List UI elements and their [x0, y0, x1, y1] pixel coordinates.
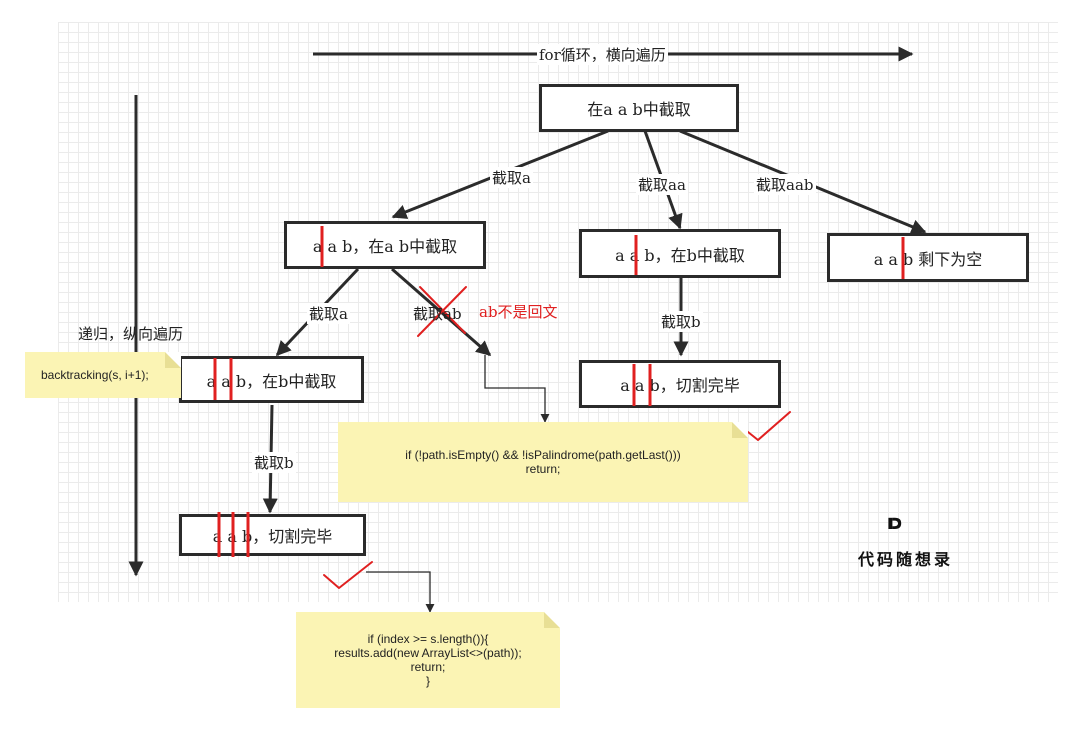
node-cut-a-a-b-label: a a b，切割完毕: [212, 527, 333, 546]
node-root: 在a a b中截取: [539, 84, 739, 132]
edge-label-root-to-aab: 截取aab: [754, 174, 816, 195]
horizontal-axis-label: for循环，横向遍历: [537, 44, 668, 65]
node-cut-aab: a a b 剩下为空: [827, 233, 1029, 282]
node-cut-a-a: a a b，在b中截取: [179, 356, 364, 403]
check-mark-a-a-branch: [323, 561, 373, 589]
node-cut-a-a-b: a a b，切割完毕: [179, 514, 366, 556]
backtracking-note: backtracking(s, i+1);: [25, 352, 181, 398]
connector-to-base-case-note: [366, 571, 435, 613]
base-case-note: if (index >= s.length()){ results.add(ne…: [296, 612, 560, 708]
backtracking-note-text: backtracking(s, i+1);: [41, 368, 149, 382]
logo-text: 代码随想录: [858, 550, 954, 569]
edge-label-aa-to-b: 截取b: [659, 311, 703, 332]
node-root-label: 在a a b中截取: [587, 100, 691, 119]
vertical-axis-label: 递归，纵向遍历: [78, 325, 184, 343]
node-cut-a-a-label: a a b，在b中截取: [206, 371, 337, 391]
invalid-branch-cross: [417, 286, 467, 337]
base-case-note-text: if (index >= s.length()){ results.add(ne…: [334, 632, 522, 688]
not-palindrome-annotation: ab不是回文: [479, 303, 558, 321]
note-fold: [165, 352, 181, 368]
logo-mark: [888, 517, 902, 529]
note-fold: [732, 422, 748, 438]
connector-to-palindrome-note: [484, 355, 550, 423]
node-cut-aa-b: a a b，切割完毕: [579, 360, 781, 408]
edge-label-root-to-a: 截取a: [490, 167, 533, 188]
node-cut-a-label: a a b，在a b中截取: [312, 237, 458, 256]
edge-label-a-to-a: 截取a: [307, 303, 350, 324]
edge-label-root-to-aa: 截取aa: [636, 174, 688, 195]
edge-label-a-a-to-b: 截取b: [252, 452, 296, 473]
node-cut-aa-label: a a b，在b中截取: [615, 245, 745, 265]
note-fold: [544, 612, 560, 628]
edge-label-a-to-ab: 截取ab: [413, 305, 462, 323]
node-cut-aa: a a b，在b中截取: [579, 229, 781, 278]
palindrome-check-note-text: if (!path.isEmpty() && !isPalindrome(pat…: [405, 448, 681, 476]
check-mark-aa-branch: [742, 411, 791, 441]
node-cut-aab-label: a a b 剩下为空: [873, 249, 983, 269]
node-cut-a: a a b，在a b中截取: [284, 221, 486, 269]
palindrome-check-note: if (!path.isEmpty() && !isPalindrome(pat…: [338, 422, 748, 502]
